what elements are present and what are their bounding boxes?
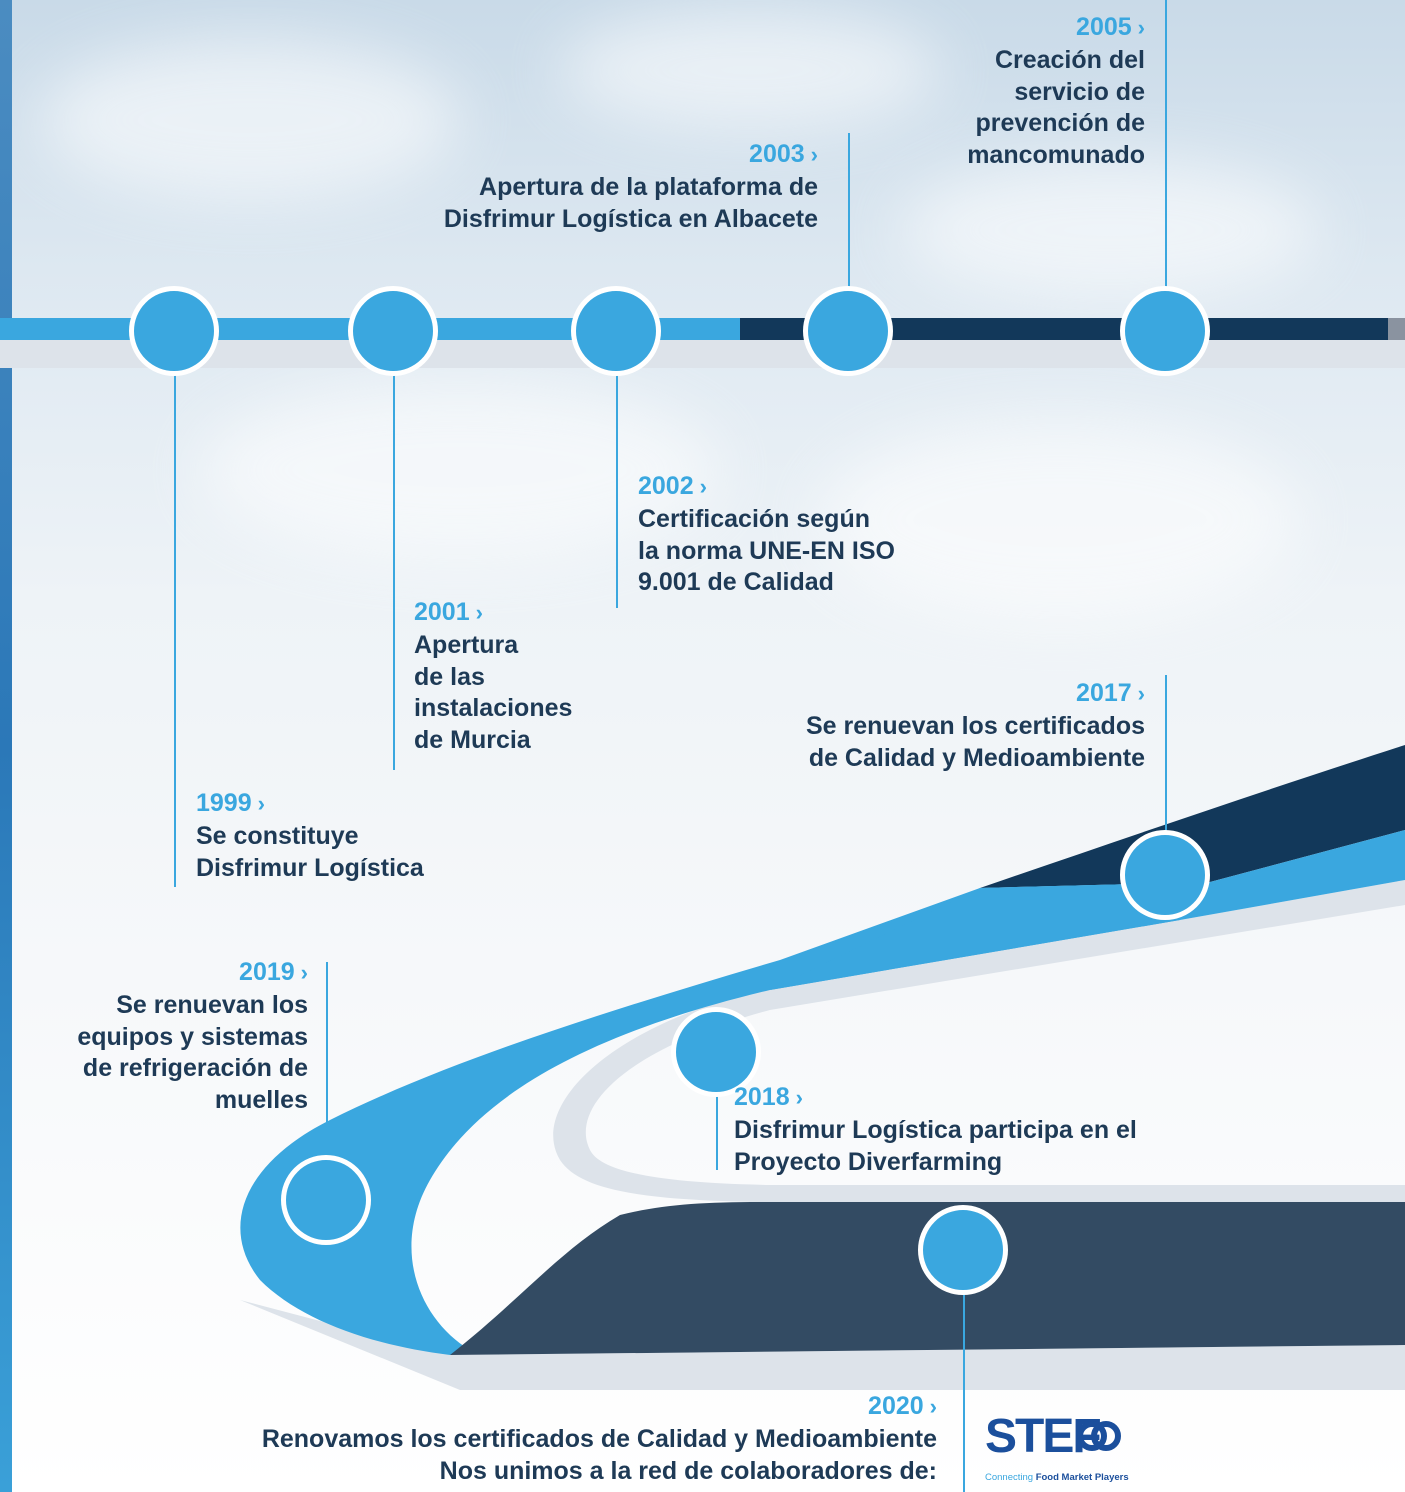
- event-year: 2003: [749, 140, 805, 168]
- timeline-node-2018: [671, 1007, 761, 1097]
- timeline-node-1999: [129, 286, 219, 376]
- chevron-right-icon: ›: [810, 142, 818, 167]
- left-edge-strip: [0, 0, 12, 1492]
- chevron-right-icon: ›: [699, 474, 707, 499]
- timeline-node-2017: [1120, 830, 1210, 920]
- connector-2017: [1165, 675, 1167, 835]
- logo-tagline-part2: Food Market Players: [1035, 1472, 1129, 1483]
- timeline-node-2005: [1120, 286, 1210, 376]
- connector-2003: [848, 133, 850, 293]
- event-description: Creación del servicio de prevención de m…: [967, 46, 1145, 169]
- connector-1999: [174, 365, 176, 887]
- timeline-node-2001: [348, 286, 438, 376]
- event-description: Certificación según la norma UNE-EN ISO …: [638, 505, 895, 596]
- event-description: Apertura de la plataforma de Disfrimur L…: [443, 173, 818, 233]
- stef-logo: STEF Connecting Food Market Players: [985, 1412, 1129, 1488]
- connector-2020: [963, 1290, 965, 1492]
- timeline-node-2002: [571, 286, 661, 376]
- chevron-right-icon: ›: [257, 791, 265, 816]
- event-2002: 2002› Certificación según la norma UNE-E…: [638, 471, 895, 599]
- event-2018: 2018› Disfrimur Logística participa en e…: [734, 1082, 1137, 1178]
- event-description: Disfrimur Logística participa en el Proy…: [734, 1116, 1137, 1176]
- event-year: 2002: [638, 472, 694, 500]
- event-year: 2020: [868, 1392, 924, 1420]
- timeline-node-2019: [281, 1155, 371, 1245]
- interlocked-rings-icon: [1077, 1421, 1121, 1451]
- timeline-node-2020: [918, 1205, 1008, 1295]
- event-2005: 2005› Creación del servicio de prevenció…: [967, 12, 1145, 171]
- timeline-node-2003: [803, 286, 893, 376]
- connector-2019: [326, 962, 328, 1152]
- event-2003: 2003› Apertura de la plataforma de Disfr…: [444, 139, 818, 235]
- event-description: Se constituye Disfrimur Logística: [196, 822, 424, 882]
- connector-2002: [616, 365, 618, 608]
- event-1999: 1999› Se constituye Disfrimur Logística: [196, 788, 424, 884]
- connector-2005: [1165, 0, 1167, 293]
- chevron-right-icon: ›: [475, 600, 483, 625]
- chevron-right-icon: ›: [1137, 681, 1145, 706]
- event-year: 2001: [414, 598, 470, 626]
- event-year: 2017: [1076, 679, 1132, 707]
- event-year: 2018: [734, 1083, 790, 1111]
- logo-tagline-part1: Connecting: [985, 1472, 1036, 1483]
- logo-tagline: Connecting Food Market Players: [985, 1472, 1129, 1483]
- event-2017: 2017› Se renuevan los certificados de Ca…: [806, 678, 1145, 774]
- event-2020: 2020› Renovamos los certificados de Cali…: [262, 1391, 937, 1487]
- event-2019: 2019› Se renuevan los equipos y sistemas…: [77, 957, 308, 1116]
- event-description: Apertura de las instalaciones de Murcia: [414, 631, 573, 754]
- event-description: Se renuevan los equipos y sistemas de re…: [77, 991, 308, 1114]
- event-description: Se renuevan los certificados de Calidad …: [805, 712, 1145, 772]
- event-year: 2019: [239, 958, 295, 986]
- event-year: 1999: [196, 789, 252, 817]
- event-description: Renovamos los certificados de Calidad y …: [261, 1425, 937, 1485]
- event-year: 2005: [1076, 13, 1132, 41]
- chevron-right-icon: ›: [300, 960, 308, 985]
- chevron-right-icon: ›: [929, 1394, 937, 1419]
- chevron-right-icon: ›: [795, 1085, 803, 1110]
- event-2001: 2001› Apertura de las instalaciones de M…: [414, 597, 572, 756]
- chevron-right-icon: ›: [1137, 15, 1145, 40]
- connector-2001: [393, 365, 395, 770]
